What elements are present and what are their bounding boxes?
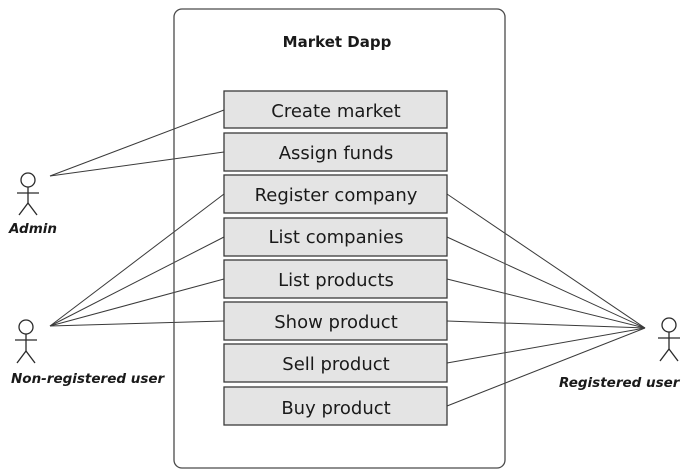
use-case-label: Show product [274, 312, 398, 333]
association-line-registered-show_product [446, 320, 646, 329]
association-line-non_registered-list_products [49, 278, 225, 327]
association-line-admin-assign_funds [49, 151, 225, 177]
actor-registered-user [658, 317, 680, 362]
actor-non-registered-user [15, 319, 37, 364]
actor-head [18, 319, 34, 335]
actor-left-leg [16, 350, 27, 364]
use-case-list-companies: List companies [223, 217, 448, 257]
association-line-non_registered-list_companies [49, 236, 225, 327]
association-line-registered-list_products [446, 278, 646, 329]
association-line-registered-register_company [446, 193, 646, 329]
use-case-label: List companies [269, 227, 404, 248]
actor-label-admin: Admin [8, 221, 57, 237]
system-title: Market Dapp [283, 33, 392, 51]
use-case-label: Buy product [281, 398, 390, 419]
use-case-register-company: Register company [223, 174, 448, 214]
actor-label-non-registered-user: Non-registered user [11, 371, 166, 387]
use-case-list-products: List products [223, 259, 448, 299]
association-line-registered-list_companies [446, 236, 646, 329]
use-case-assign-funds: Assign funds [223, 132, 448, 172]
association-line-registered-sell_product [446, 327, 646, 364]
use-case-label: Sell product [282, 354, 389, 375]
actor-right-leg [668, 348, 679, 362]
use-case-label: List products [278, 270, 394, 291]
actor-head [20, 172, 36, 188]
actor-right-leg [25, 350, 36, 364]
use-case-label: Register company [255, 185, 418, 206]
actor-left-leg [659, 348, 670, 362]
association-line-admin-create_market [49, 109, 225, 177]
use-case-label: Create market [271, 101, 400, 122]
use-case-create-market: Create market [223, 90, 448, 129]
use-case-buy-product: Buy product [223, 386, 448, 426]
system-boundary [173, 8, 506, 469]
use-case-sell-product: Sell product [223, 343, 448, 383]
use-case-show-product: Show product [223, 301, 448, 341]
association-line-non_registered-show_product [49, 320, 225, 327]
actor-label-registered-user: Registered user [559, 375, 681, 391]
actor-left-leg [18, 202, 29, 216]
association-line-registered-buy_product [446, 327, 646, 407]
use-case-label: Assign funds [279, 143, 394, 164]
association-line-non_registered-register_company [49, 193, 225, 327]
actor-head [661, 317, 677, 333]
actor-right-leg [27, 202, 38, 216]
association-lines [49, 109, 646, 407]
actor-admin [17, 172, 39, 216]
